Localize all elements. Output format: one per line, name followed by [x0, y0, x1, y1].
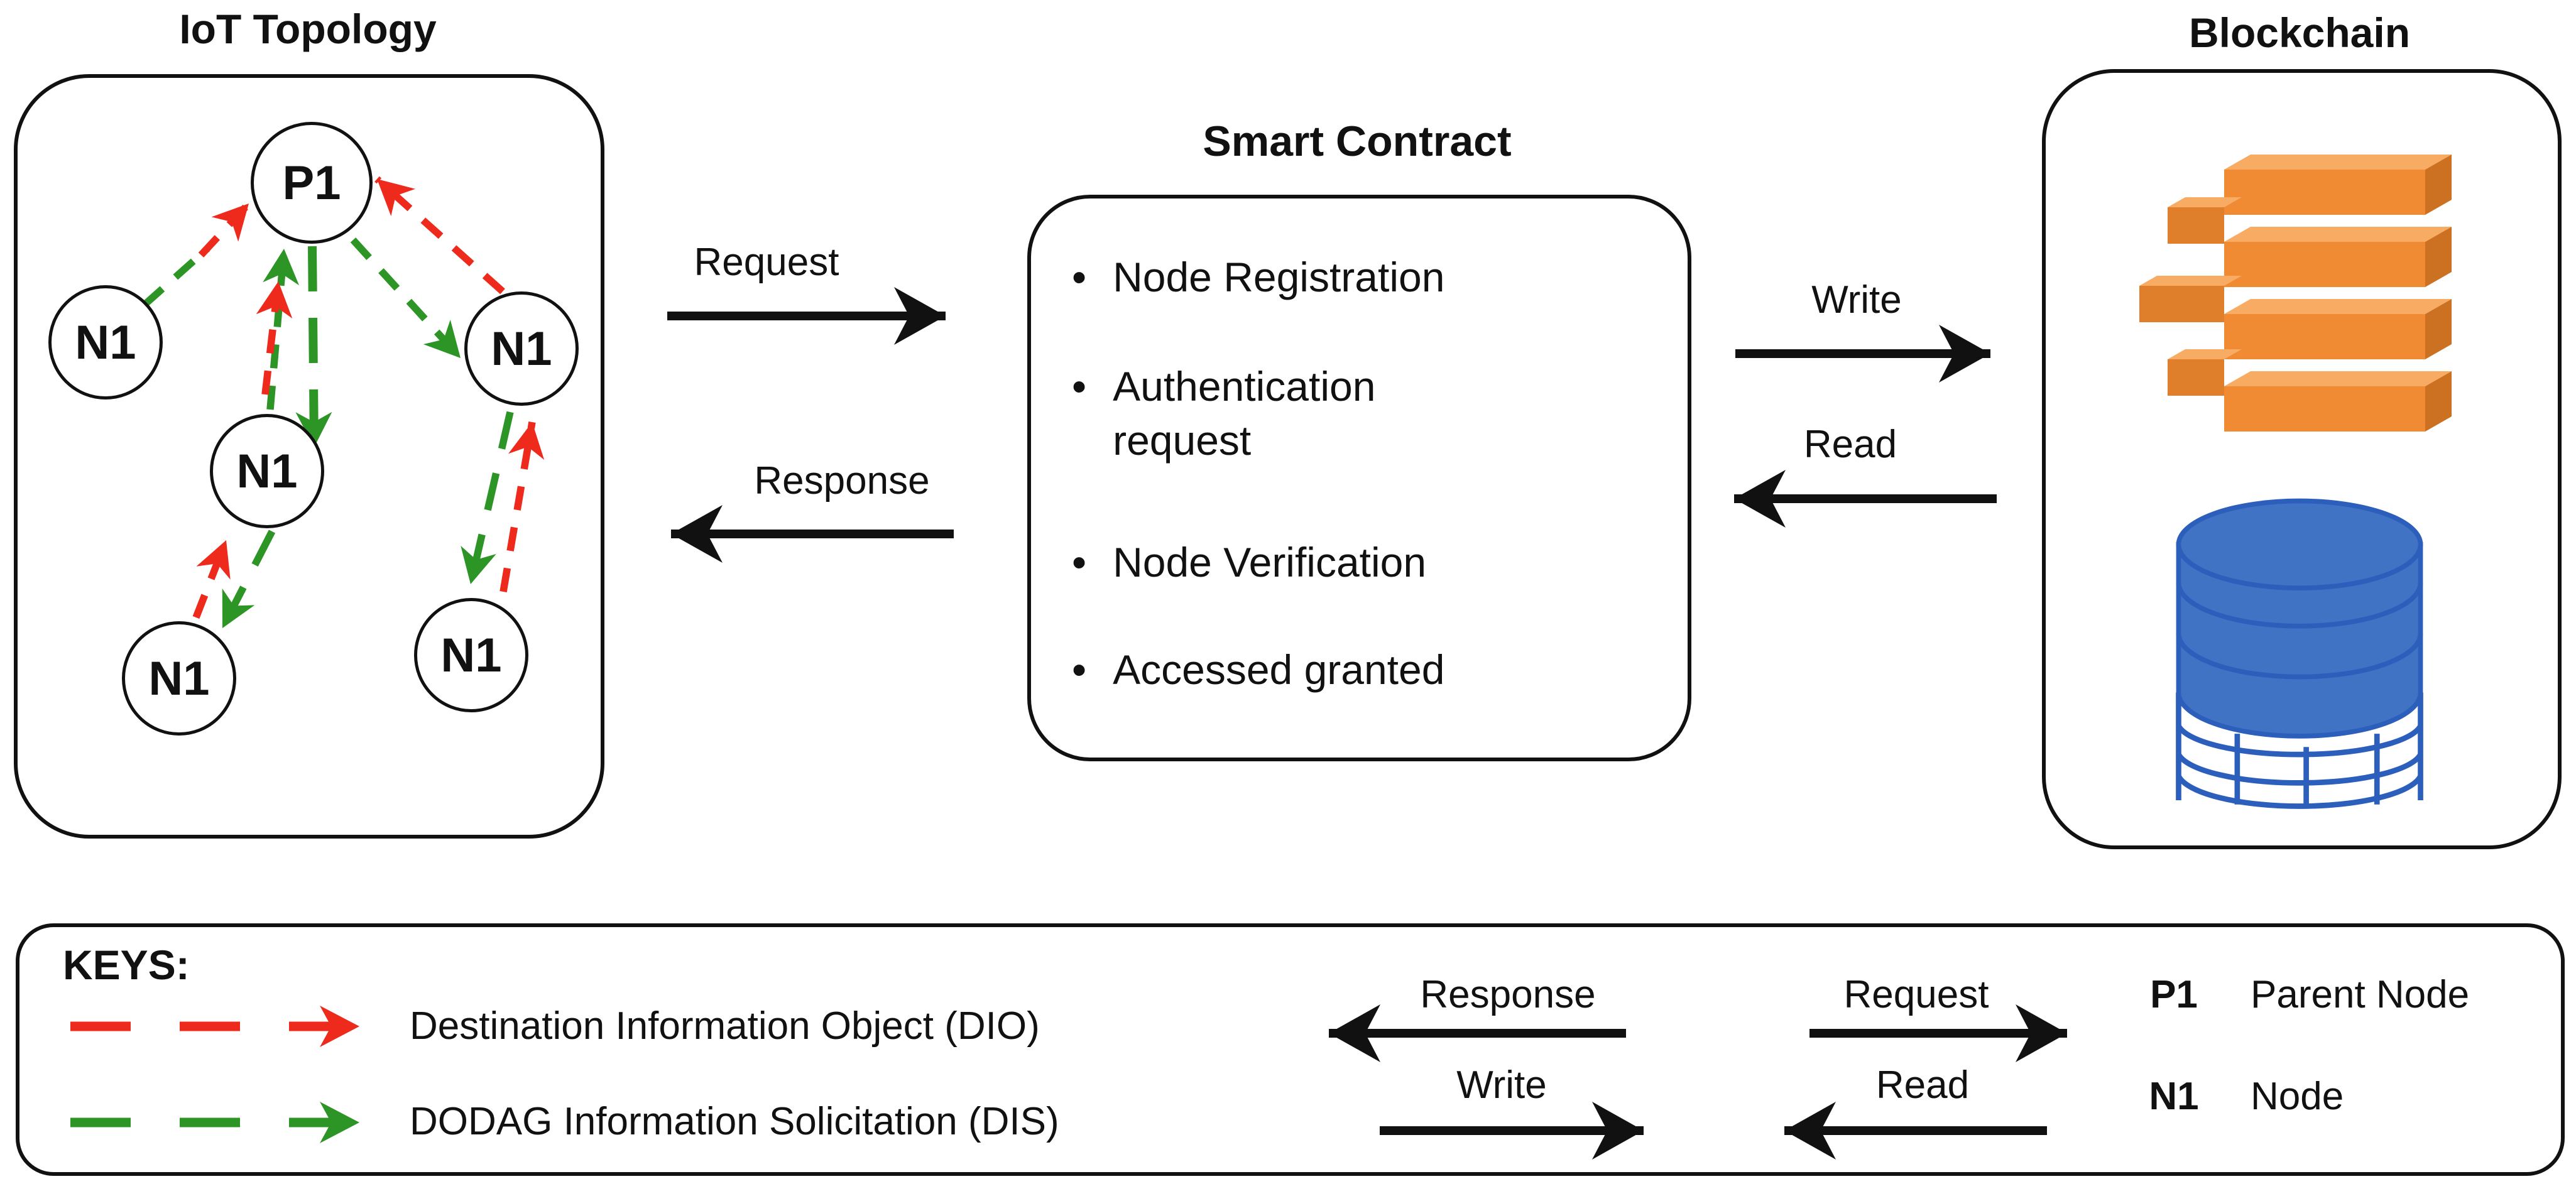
- sc-item-text: Node Registration: [1113, 254, 1445, 300]
- legend-response-label: Response: [1420, 973, 1596, 1016]
- database-tank-icon: [2176, 498, 2423, 809]
- dis-arrow-n1right-to-n1bottomright: [461, 411, 514, 585]
- legend-n1-key: N1: [2149, 1075, 2199, 1118]
- dio-arrow-n1middle-to-p1: [256, 281, 293, 395]
- dis-arrow-p1-to-n1right: [350, 237, 464, 361]
- node-n1-left: N1: [48, 285, 163, 399]
- node-n1-label: N1: [236, 444, 298, 498]
- node-p1: P1: [251, 122, 373, 244]
- sc-item-text: Authentication request: [1113, 363, 1376, 464]
- legend-dio-label: Destination Information Object (DIO): [410, 1004, 1040, 1048]
- node-n1-label: N1: [148, 651, 210, 705]
- node-n1-right: N1: [464, 291, 579, 406]
- dis-arrow-n1left-to-p1: [142, 246, 210, 308]
- dio-arrow-n1left-to-p1: [198, 201, 252, 258]
- orange-stub: [2168, 349, 2242, 396]
- iot-topology-title: IoT Topology: [179, 6, 437, 52]
- dis-arrow-n1middle-to-n1bottomleft: [219, 530, 276, 630]
- node-n1-bottom-right: N1: [414, 598, 528, 712]
- node-n1-bottom-left: N1: [122, 621, 236, 736]
- response-label: Response: [754, 459, 930, 503]
- orange-beam: [2224, 155, 2452, 215]
- legend-p1-desc: Parent Node: [2251, 973, 2470, 1016]
- request-label: Request: [694, 241, 839, 284]
- node-p1-label: P1: [282, 156, 341, 210]
- dio-arrow-n1bottomright-to-n1right: [499, 421, 545, 592]
- sc-item-accessed-granted: Accessed granted: [1072, 643, 1515, 697]
- orange-beam: [2224, 299, 2452, 359]
- legend-panel: [16, 923, 2565, 1176]
- dis-arrow-n1middle-to-p1: [263, 248, 300, 410]
- node-n1-label: N1: [75, 315, 136, 369]
- legend-write-label: Write: [1456, 1063, 1547, 1107]
- blockchain-title: Blockchain: [2188, 9, 2411, 56]
- orange-stub: [2139, 276, 2242, 322]
- blockchain-blocks-icon: [2139, 155, 2452, 432]
- sc-item-authentication-request: Authentication request: [1072, 359, 1465, 467]
- legend-n1-desc: Node: [2251, 1075, 2344, 1118]
- read-label: Read: [1803, 423, 1897, 466]
- legend-read-label: Read: [1875, 1063, 1970, 1107]
- legend-p1-key: P1: [2150, 973, 2198, 1016]
- dio-arrow-n1bottomleft-to-n1middle: [192, 538, 231, 619]
- dio-arrow-n1right-to-p1: [374, 176, 505, 295]
- tank-stand: [2176, 692, 2423, 809]
- smart-contract-title: Smart Contract: [1203, 117, 1512, 165]
- legend-dis-label: DODAG Information Solicitation (DIS): [410, 1100, 1059, 1143]
- legend-heading: KEYS:: [63, 942, 190, 988]
- node-n1-label: N1: [491, 322, 552, 376]
- node-n1-label: N1: [440, 628, 502, 682]
- dis-arrow-p1-to-n1middle: [295, 246, 332, 448]
- orange-beam: [2224, 227, 2452, 287]
- sc-item-node-registration: Node Registration: [1072, 250, 1515, 304]
- write-label: Write: [1811, 278, 1902, 322]
- node-n1-middle: N1: [210, 414, 324, 528]
- sc-item-text: Accessed granted: [1113, 646, 1445, 693]
- legend-request-label: Request: [1843, 973, 1989, 1016]
- tank-body: [2176, 498, 2423, 739]
- orange-stub: [2168, 197, 2242, 244]
- orange-beam: [2224, 371, 2452, 432]
- sc-item-text: Node Verification: [1113, 539, 1427, 585]
- sc-item-node-verification: Node Verification: [1072, 535, 1515, 589]
